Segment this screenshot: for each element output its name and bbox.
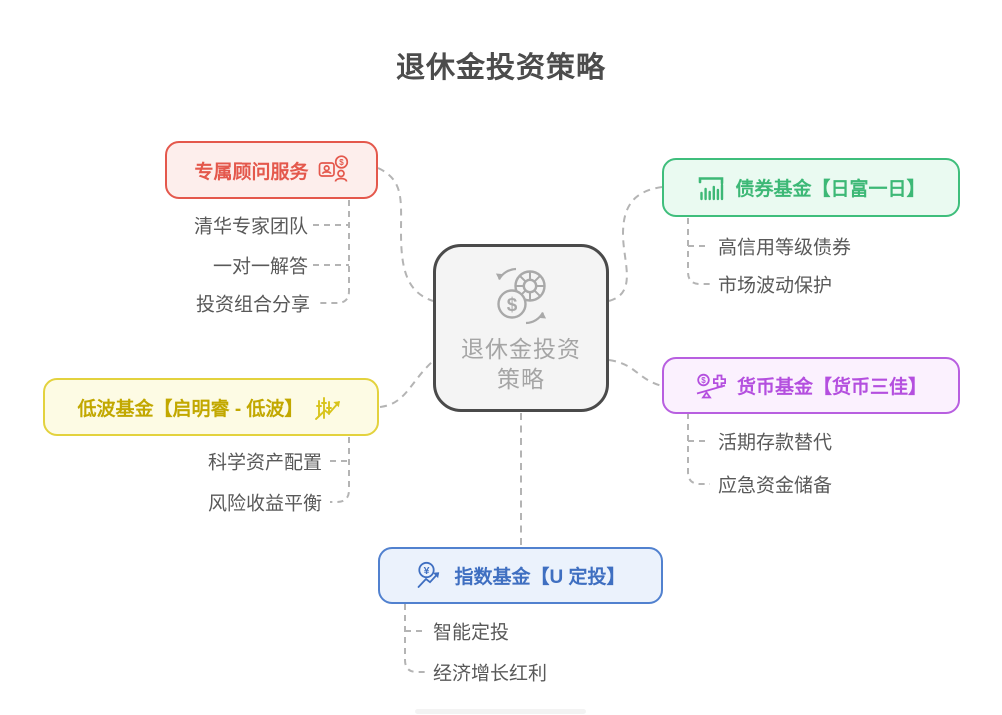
leaf-bond-credit: 高信用等级债券 — [718, 237, 852, 259]
edge-center-bond — [608, 186, 663, 302]
candlestick-chart-icon — [315, 397, 341, 420]
horizontal-scrollbar-thumb[interactable] — [415, 709, 586, 714]
node-index-label: 指数基金【U 定投】 — [454, 567, 626, 588]
bar-chart-icon — [699, 176, 724, 200]
edge-bond-children — [687, 218, 710, 285]
edge-center-money — [608, 359, 663, 387]
node-money-label: 货币基金【货币三佳】 — [736, 377, 927, 398]
leaf-advisor-qa: 一对一解答 — [212, 256, 308, 278]
leaf-advisor-team: 清华专家团队 — [193, 216, 308, 238]
edge-money-children — [687, 413, 710, 485]
page-title: 退休金投资策略 — [395, 52, 606, 84]
node-bond-label: 债券基金【日富一日】 — [735, 179, 926, 200]
leaf-money-emergency: 应急资金储备 — [718, 475, 833, 497]
edge-index-children — [404, 604, 426, 673]
node-index-fund: ¥ 指数基金【U 定投】 — [378, 547, 663, 604]
leaf-money-demand-deposit: 活期存款替代 — [718, 432, 833, 454]
yen-coin-trend-icon: ¥ — [418, 561, 440, 588]
advisor-icon: $ — [318, 155, 348, 182]
center-node: $ 退休金投资 策略 — [433, 244, 609, 412]
leaf-advisor-portfolio: 投资组合分享 — [195, 294, 310, 316]
svg-text:¥: ¥ — [424, 564, 430, 576]
scale-coin-plus-icon: $ — [696, 373, 726, 398]
svg-text:$: $ — [339, 158, 344, 167]
center-node-label: 退休金投资 策略 — [461, 336, 581, 392]
leaf-index-auto-invest: 智能定投 — [433, 622, 510, 644]
edge-advisor-children — [318, 200, 350, 304]
retirement-coins-exchange-icon: $ — [495, 267, 547, 325]
node-money-fund: $ 货币基金【货币三佳】 — [662, 357, 960, 414]
edge-lowvol-children — [330, 437, 350, 503]
edge-lowvol-center — [379, 360, 434, 408]
edge-advisor-center — [377, 167, 434, 302]
node-lowvol-fund: 低波基金【启明睿 - 低波】 — [43, 378, 379, 436]
node-advisor-label: 专属顾问服务 — [194, 161, 309, 183]
node-lowvol-label: 低波基金【启明睿 - 低波】 — [77, 398, 304, 420]
svg-text:$: $ — [507, 295, 518, 316]
leaf-bond-protect: 市场波动保护 — [718, 275, 833, 297]
node-advisor-service: 专属顾问服务 $ — [165, 141, 378, 199]
svg-text:$: $ — [701, 376, 706, 385]
leaf-index-growth: 经济增长红利 — [433, 663, 548, 685]
node-bond-fund: 债券基金【日富一日】 — [662, 158, 960, 217]
leaf-lowvol-balance: 风险收益平衡 — [207, 493, 322, 515]
leaf-lowvol-allocation: 科学资产配置 — [207, 452, 322, 474]
